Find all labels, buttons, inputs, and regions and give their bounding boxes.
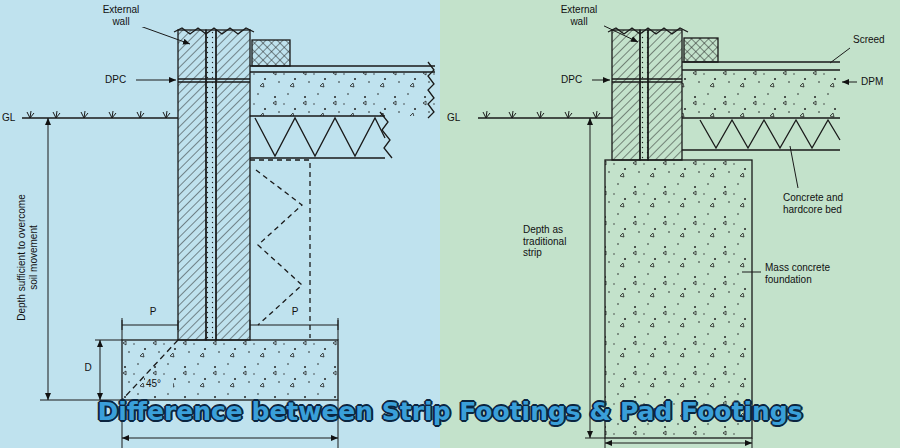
depth-dimension: [590, 118, 591, 438]
leader-arrow: [136, 80, 176, 81]
grass: [483, 111, 600, 118]
break-mark: [174, 28, 254, 34]
depth-dimension: [48, 118, 49, 400]
angle-label: 45°: [145, 378, 173, 390]
dimension-label: Depth as traditional strip: [522, 224, 584, 259]
mass-concrete-foundation: [605, 160, 752, 438]
hardcore-edge: [250, 116, 385, 158]
strip-foundation: [122, 340, 338, 400]
leader-arrow: [140, 26, 190, 44]
callout-label: Mass concrete foundation: [764, 262, 856, 285]
break-mark: [428, 62, 434, 118]
break-mark: [380, 112, 392, 158]
callout-label: Screed: [852, 34, 898, 46]
projection-dimension: [122, 320, 338, 330]
dimension-label: P: [288, 306, 302, 318]
hidden-outline: [250, 160, 310, 338]
ground-line: [22, 117, 178, 118]
dpc-line: [612, 79, 682, 82]
callout-label: External wall: [96, 4, 146, 27]
spread-line: [122, 340, 178, 400]
ground-line: [478, 117, 612, 118]
screed: [250, 66, 435, 72]
callout-label: DPC: [104, 74, 136, 86]
extension-line: [40, 318, 338, 448]
callout-label: External wall: [554, 4, 604, 27]
hardcore: [255, 118, 385, 156]
right-ground: [440, 0, 900, 448]
dimension-label: D: [80, 362, 96, 374]
leader-arrow: [842, 82, 857, 83]
leader-arrow: [600, 24, 638, 42]
ground-level-label: GL: [1, 112, 22, 124]
leader-line: [830, 48, 850, 63]
cavity: [640, 30, 648, 160]
grass: [27, 111, 170, 118]
inner-leaf: [216, 30, 250, 340]
ground-level-label: GL: [446, 112, 470, 124]
thickness-dimension: [100, 340, 101, 400]
callout-label: DPC: [560, 74, 592, 86]
callout-label: DPM: [860, 76, 896, 88]
leader-line: [790, 146, 798, 188]
slab: [250, 72, 435, 116]
insulation: [252, 40, 290, 66]
insulation: [684, 38, 718, 62]
pad-footing: [478, 24, 857, 448]
width-dimension: [605, 443, 752, 444]
strip-footing: [22, 26, 435, 448]
slab: [682, 70, 840, 118]
dimension-label: Depth sufficient to overcome soil moveme…: [16, 192, 39, 324]
inner-leaf: [648, 30, 682, 160]
title-banner: Difference between Strip Footings & Pad …: [0, 397, 900, 427]
leader-arrow: [592, 80, 610, 81]
screed: [682, 62, 840, 70]
leader-line: [742, 272, 761, 273]
left-ground: [0, 0, 440, 448]
dpc-line: [178, 79, 250, 82]
hardcore: [700, 120, 840, 148]
width-dimension: [122, 438, 338, 439]
outer-leaf: [178, 30, 206, 340]
callout-label: Concrete and hardcore bed: [782, 192, 864, 215]
cavity: [206, 30, 216, 340]
outer-leaf: [612, 30, 640, 160]
dimension-label: P: [146, 306, 160, 318]
extension-line: [585, 438, 752, 448]
hardcore-edge: [682, 118, 840, 150]
